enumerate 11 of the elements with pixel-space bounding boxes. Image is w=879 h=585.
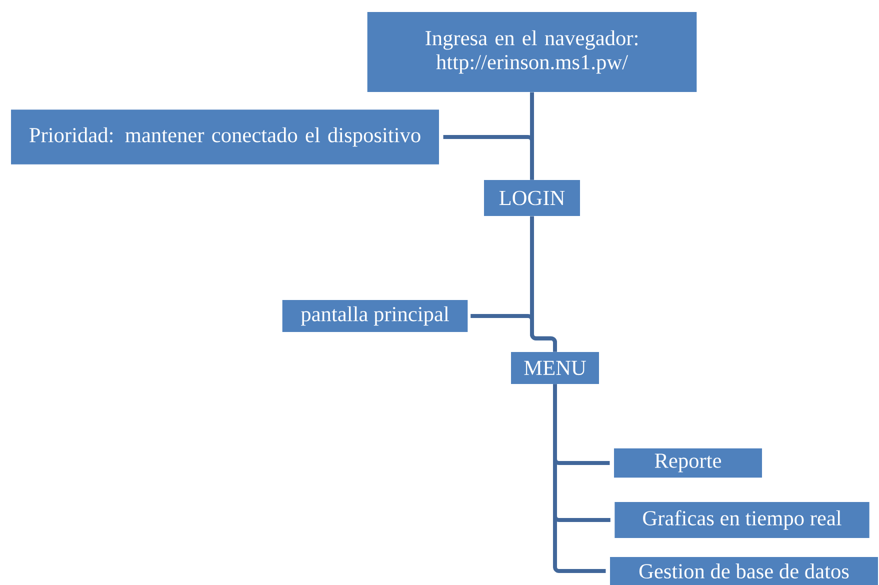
process-box: Graficas en tiempo real	[614, 502, 870, 538]
process-box: Reporte	[614, 448, 762, 478]
process-box: Gestion de base de datos	[610, 557, 878, 585]
process-box: Ingresa en el navegador: http://erinson.ms1.pw/	[367, 12, 697, 92]
process-box: MENU	[511, 352, 599, 384]
connector-line	[553, 384, 606, 573]
connector-line	[443, 135, 534, 180]
process-box: LOGIN	[484, 180, 580, 216]
connector-line	[470, 314, 557, 352]
process-box: Prioridad: mantener conectado el dispositivo	[11, 110, 439, 164]
process-box: pantalla principal	[282, 300, 468, 332]
